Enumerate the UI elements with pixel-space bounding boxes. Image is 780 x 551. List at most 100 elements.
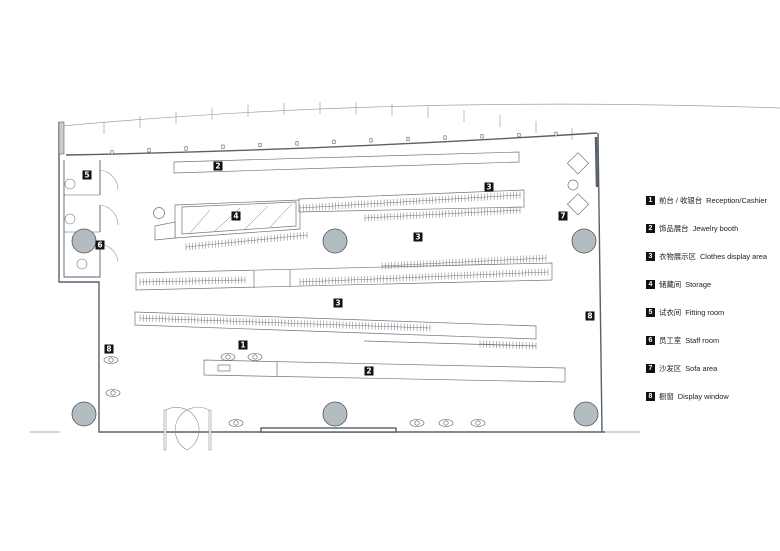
- legend-label-en: Sofa area: [685, 363, 718, 373]
- legend-label-en: Jewelry booth: [692, 223, 739, 233]
- mannequins: [103, 353, 486, 427]
- stool: [76, 258, 88, 270]
- clothes-shelf-middle: [135, 262, 553, 291]
- legend-label-zh: 橱窗: [659, 391, 674, 401]
- armchair: [566, 152, 590, 175]
- stool: [64, 178, 76, 190]
- legend-number: 7: [646, 363, 655, 373]
- svg-text:3: 3: [335, 299, 340, 308]
- legend-label-en: Fitting room: [685, 307, 725, 317]
- side-table: [567, 179, 579, 191]
- legend-label-zh: 沙发区: [659, 363, 682, 373]
- marker-clothes-mid: 3: [413, 232, 423, 242]
- legend-number: 6: [646, 335, 655, 345]
- legend-number: 5: [646, 307, 655, 317]
- cashier-register: [217, 364, 231, 372]
- mannequin: [247, 353, 263, 361]
- legend-label-zh: 前台 / 收银台: [659, 195, 703, 205]
- legend-label-en: Reception/Cashier: [706, 195, 767, 205]
- marker-clothes-low: 3: [333, 298, 343, 308]
- clothes-hanger-rack: [139, 314, 431, 332]
- legend-number: 8: [646, 391, 655, 401]
- hanging-racks: [139, 191, 549, 350]
- svg-text:2: 2: [366, 367, 371, 376]
- legend-number: 4: [646, 279, 655, 289]
- svg-text:8: 8: [587, 312, 592, 321]
- legend-label-zh: 衣物展示区: [659, 251, 696, 261]
- right-wall: [597, 132, 603, 433]
- svg-text:6: 6: [97, 241, 102, 250]
- fixtures: [134, 151, 566, 383]
- clothes-hanger-rack: [381, 254, 547, 270]
- marker-sofa: 7: [558, 211, 568, 221]
- marker-clothes-top: 3: [484, 182, 494, 192]
- walls: [30, 121, 640, 433]
- mannequin: [228, 419, 244, 427]
- column: [571, 228, 597, 254]
- svg-text:3: 3: [486, 183, 491, 192]
- mannequin: [470, 419, 486, 427]
- column: [573, 401, 599, 427]
- column: [322, 228, 348, 254]
- svg-text:2: 2: [215, 162, 220, 171]
- clothes-hanger-rack: [479, 340, 537, 350]
- clothes-rack-upper: [298, 189, 525, 213]
- exterior-canopy: [61, 102, 780, 140]
- mannequin: [409, 419, 425, 427]
- svg-text:1: 1: [240, 341, 245, 350]
- column: [71, 401, 97, 427]
- svg-text:5: 5: [84, 171, 89, 180]
- display-window-opening: [260, 427, 397, 433]
- area-markers: 2 3 4 3 3 1 2 5 6 7 8 8: [82, 161, 595, 376]
- legend-number: 1: [646, 195, 655, 205]
- svg-text:3: 3: [415, 233, 420, 242]
- marker-staff: 6: [95, 240, 105, 250]
- right-wall-pier: [594, 136, 599, 188]
- curved-facade-wall: [65, 132, 598, 156]
- armchair: [566, 193, 590, 216]
- mannequin: [220, 353, 236, 361]
- marker-window-right: 8: [585, 311, 595, 321]
- stool: [153, 207, 165, 219]
- column: [322, 401, 348, 427]
- wall-hatch: [58, 121, 65, 155]
- structural-columns: [64, 178, 599, 427]
- svg-text:4: 4: [233, 212, 238, 221]
- clothes-hanger-rack: [364, 206, 521, 222]
- mannequin: [105, 389, 121, 397]
- legend-number: 2: [646, 223, 655, 233]
- marker-reception: 1: [238, 340, 248, 350]
- storage-entry: [154, 221, 176, 241]
- stool: [64, 213, 76, 225]
- jewelry-booth-bottom: [203, 359, 566, 383]
- marker-storage: 4: [231, 211, 241, 221]
- doors: [99, 169, 212, 451]
- mannequin: [438, 419, 454, 427]
- svg-text:7: 7: [560, 212, 565, 221]
- marker-fitting: 5: [82, 170, 92, 180]
- marker-jewelry-bottom: 2: [364, 366, 374, 376]
- legend-label-en: Display window: [677, 391, 729, 401]
- legend-label-en: Storage: [685, 279, 712, 289]
- legend-label-zh: 饰品展台: [659, 223, 689, 233]
- entrance-door[interactable]: [163, 406, 212, 451]
- fitting-staff-rooms: [63, 160, 101, 278]
- legend-label-zh: 储藏间: [659, 279, 682, 289]
- clothes-hanger-rack: [299, 268, 549, 286]
- marker-window-left: 8: [104, 344, 114, 354]
- legend-label-zh: 员工室: [659, 335, 682, 345]
- legend-label-en: Staff room: [685, 335, 720, 345]
- mannequin: [103, 356, 119, 364]
- clothes-shelf-lower: [134, 311, 537, 340]
- marker-jewelry-top: 2: [213, 161, 223, 171]
- legend-label-en: Clothes display area: [699, 251, 767, 261]
